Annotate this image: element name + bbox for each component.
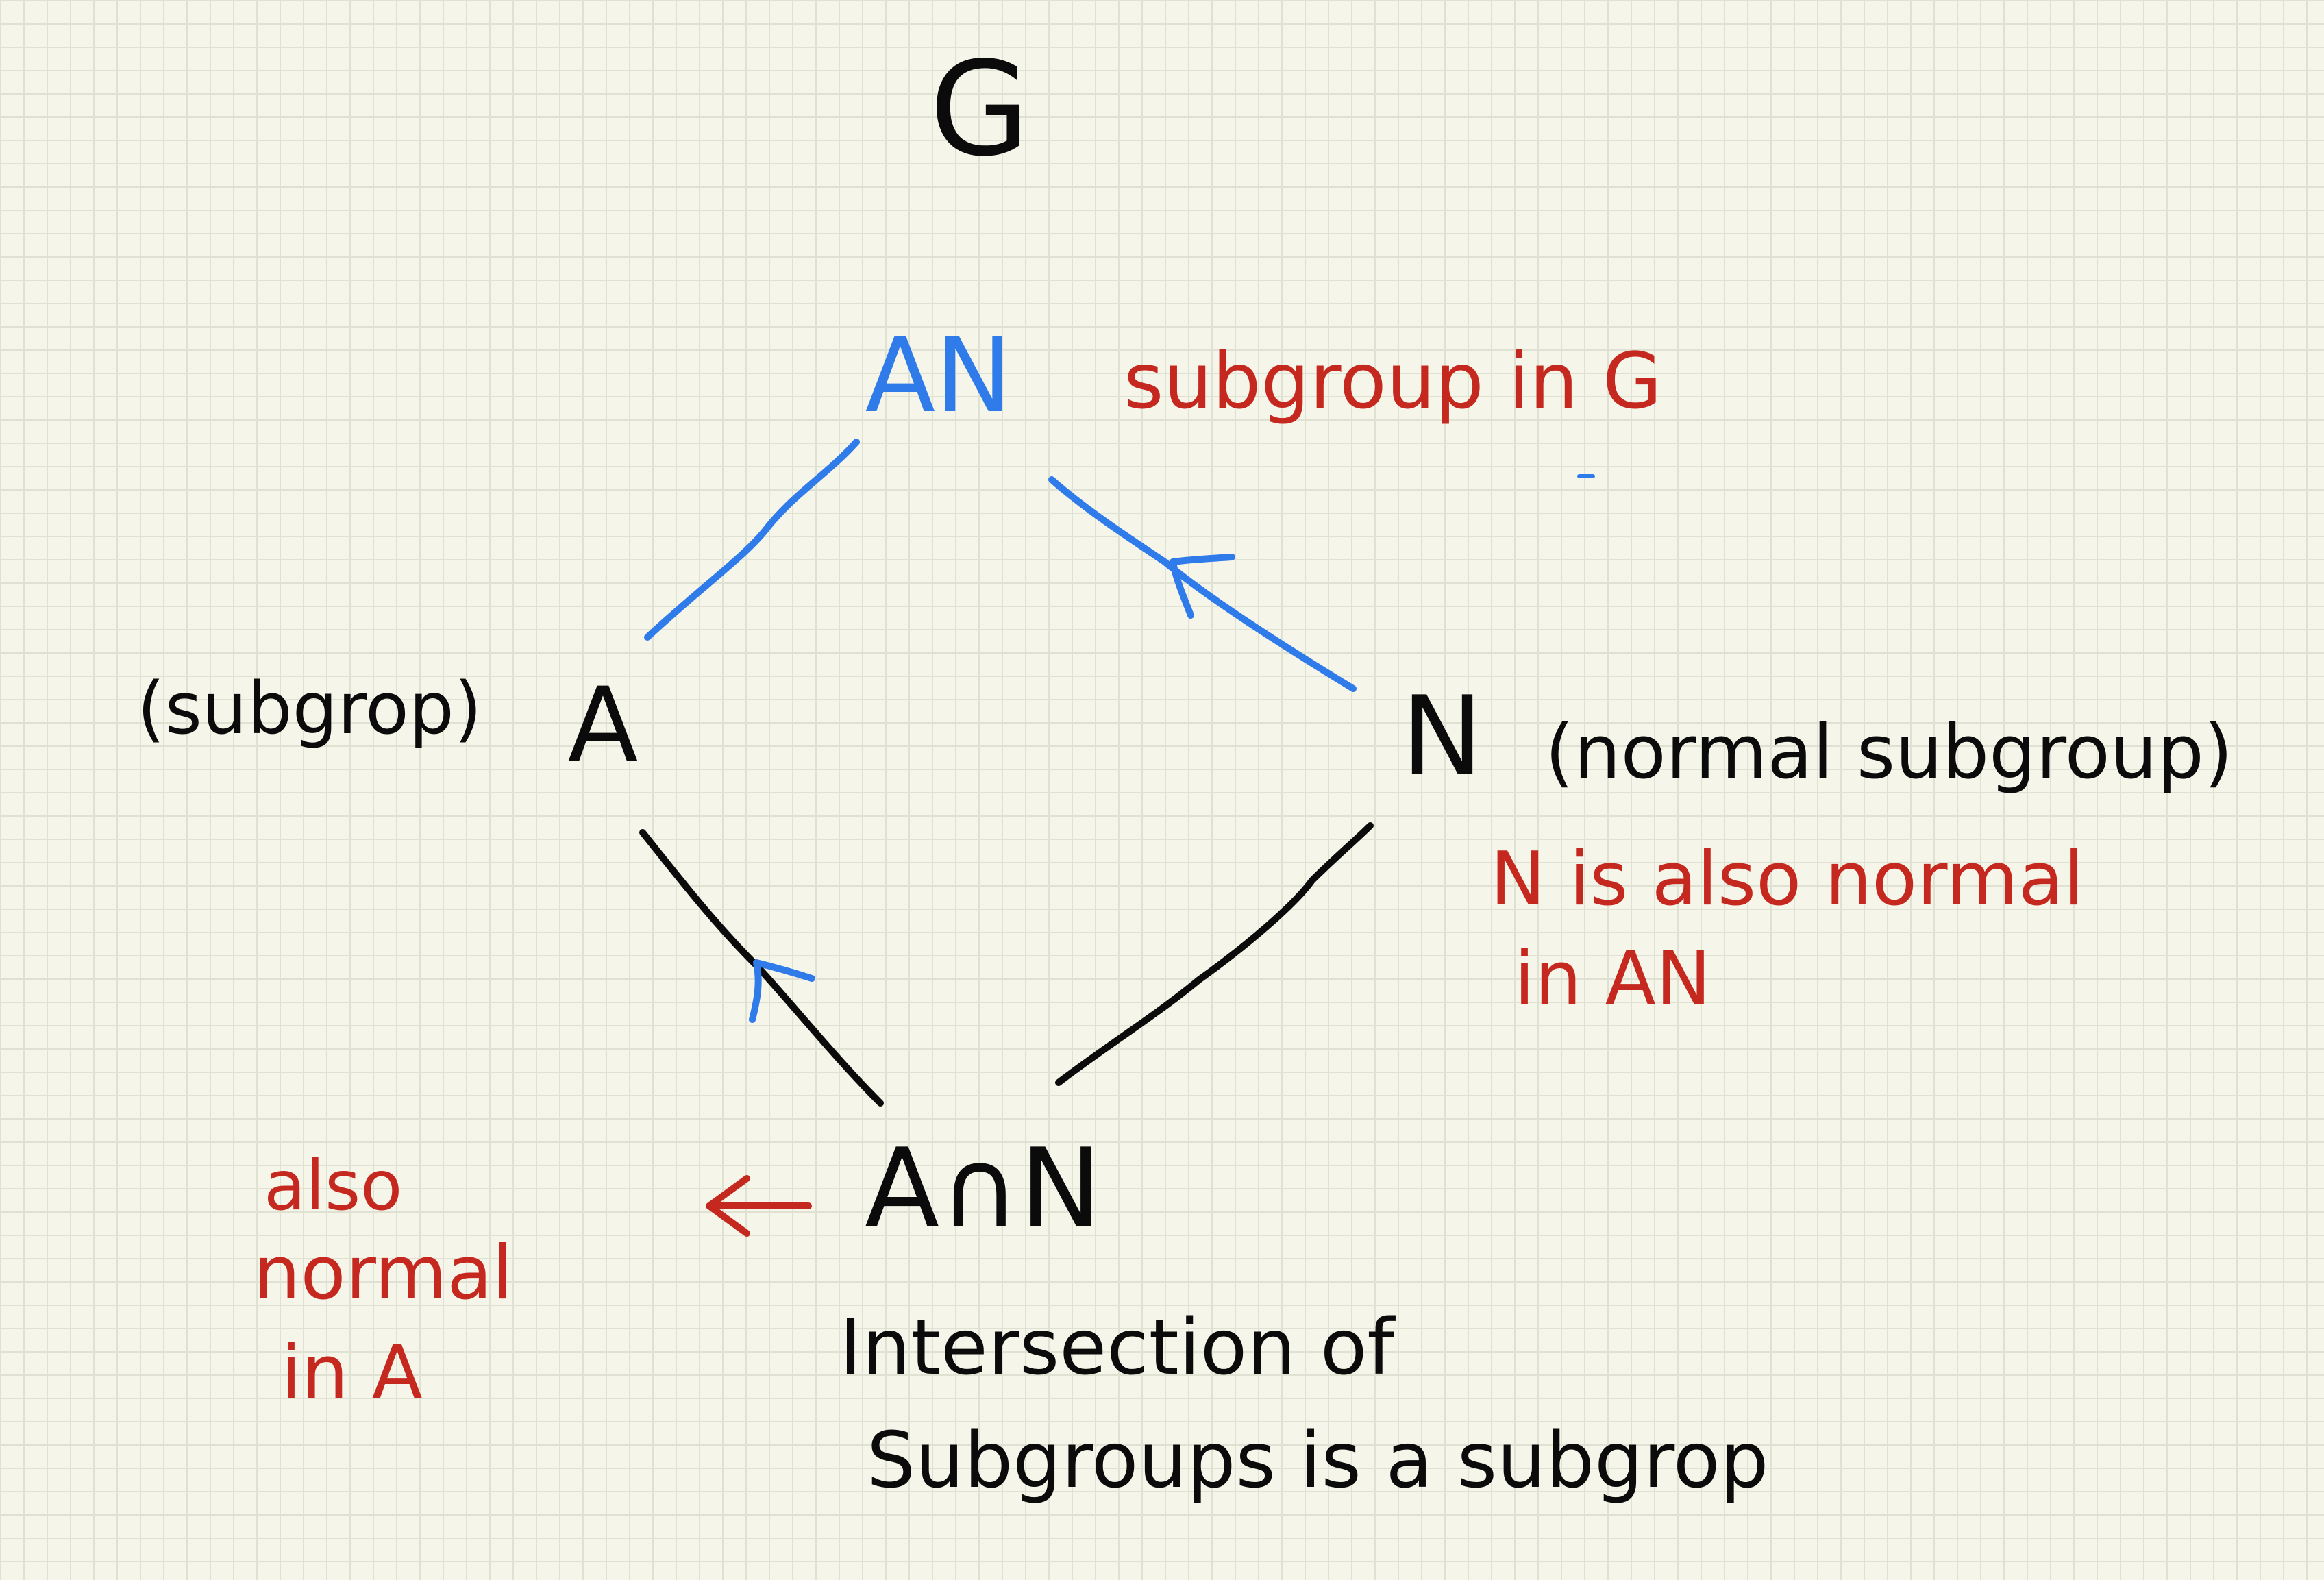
- arrowhead-n-to-an: [1170, 554, 1235, 619]
- node-an: AN: [865, 317, 1013, 436]
- left-note: (subgrop): [137, 667, 482, 750]
- right-red-note-line1: N is also normal: [1490, 837, 2084, 922]
- node-n: N: [1401, 672, 1483, 800]
- node-a-intersect-n: A∩N: [865, 1124, 1102, 1252]
- node-a: A: [568, 666, 639, 785]
- bottom-note-line1: Intersection of: [839, 1303, 1396, 1392]
- arrow-note-to-intersection: [706, 1175, 812, 1237]
- left-red-note-line1: also: [264, 1146, 402, 1226]
- node-g: G: [929, 34, 1030, 185]
- left-red-note-line2: normal: [254, 1231, 512, 1316]
- right-red-note-line2: in AN: [1514, 936, 1711, 1022]
- edge-n-to-an: [1048, 476, 1357, 692]
- edge-intersection-to-n: [1055, 822, 1374, 1086]
- edge-intersection-to-a: [639, 829, 884, 1107]
- right-note: (normal subgroup): [1545, 710, 2233, 795]
- bottom-note-line2: Subgroups is a subgrop: [867, 1416, 1768, 1505]
- edge-a-to-an: [644, 439, 860, 641]
- join-note: subgroup in G: [1124, 337, 1662, 426]
- left-red-note-line3: in A: [281, 1330, 423, 1416]
- arrowhead-intersection-to-a: [749, 959, 815, 1023]
